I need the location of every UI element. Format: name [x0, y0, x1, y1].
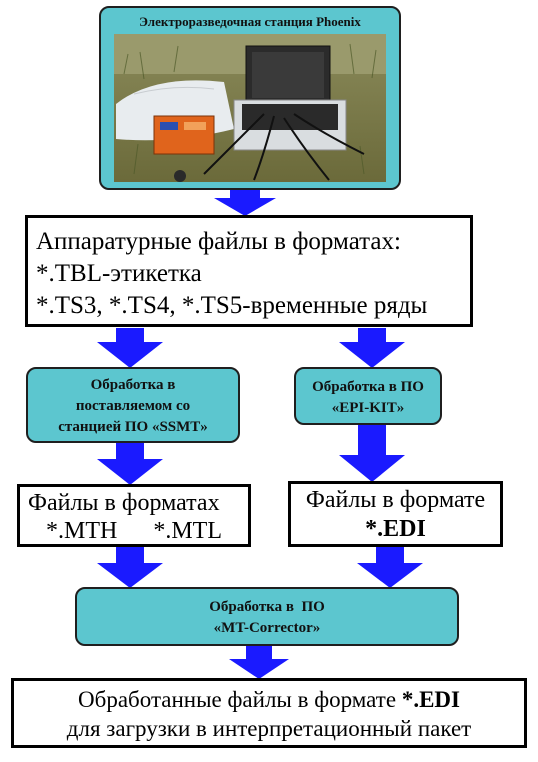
edi-files-box: Файлы в формате *.EDI — [288, 481, 503, 547]
arrow-mth-to-mtcorrector — [97, 547, 163, 588]
ssmt-processing-box: Обработка в поставляемом со станцией ПО … — [26, 367, 240, 443]
epikit-line-2: «EPI-KIT» — [331, 400, 405, 416]
final-output-box: Обработанные файлы в формате *.EDI для з… — [11, 678, 527, 748]
mtcorrector-processing-box: Обработка в ПО «MT-Corrector» — [75, 587, 459, 646]
mth-format: *.MTH — [46, 518, 118, 544]
arrow-ssmt-to-mth — [97, 443, 163, 485]
hardware-files-box: Аппаратурные файлы в форматах: *.TBL-эти… — [25, 215, 473, 327]
mtcorrector-line-1: Обработка в ПО — [209, 599, 325, 615]
mtl-format: *.MTL — [153, 518, 223, 544]
mtcorrector-line-2: «MT-Corrector» — [213, 620, 321, 636]
arrow-edi-to-mtcorrector — [357, 547, 423, 588]
mth-files-title: Файлы в форматах — [28, 490, 220, 516]
hardware-files-title: Аппаратурные файлы в форматах: — [36, 228, 401, 255]
mth-files-box: Файлы в форматах *.MTH *.MTL — [17, 484, 251, 547]
epikit-processing-box: Обработка в ПО «EPI-KIT» — [294, 367, 442, 425]
ssmt-line-3: станцией ПО «SSMT» — [58, 419, 208, 435]
ssmt-line-2: поставляемом со — [75, 398, 191, 414]
tbl-format-line: *.TBL-этикетка — [36, 260, 202, 287]
arrow-files-to-ssmt — [97, 328, 163, 368]
arrow-files-to-epikit — [339, 328, 405, 368]
edi-format: *.EDI — [365, 516, 426, 542]
final-edi-format: *.EDI — [401, 687, 460, 712]
final-line-1: Обработанные файлы в формате *.EDI — [18, 685, 520, 714]
edi-files-title: Файлы в формате — [305, 487, 486, 513]
arrow-mtcorrector-to-final — [229, 646, 289, 679]
mth-formats-line: *.MTH *.MTL — [28, 517, 244, 545]
station-photo — [114, 34, 386, 182]
ssmt-line-1: Обработка в — [90, 377, 176, 393]
arrow-station-to-files — [214, 190, 276, 216]
final-line-1-text: Обработанные файлы в формате — [78, 687, 402, 712]
station-box: Электроразведочная станция Phoenix — [99, 6, 401, 190]
final-line-2: для загрузки в интерпретационный пакет — [66, 716, 472, 741]
ts-format-line: *.TS3, *.TS4, *.TS5-временные ряды — [36, 292, 428, 319]
station-title: Электроразведочная станция Phoenix — [139, 14, 361, 29]
epikit-line-1: Обработка в ПО — [312, 379, 424, 395]
arrow-epikit-to-edi — [339, 425, 405, 482]
